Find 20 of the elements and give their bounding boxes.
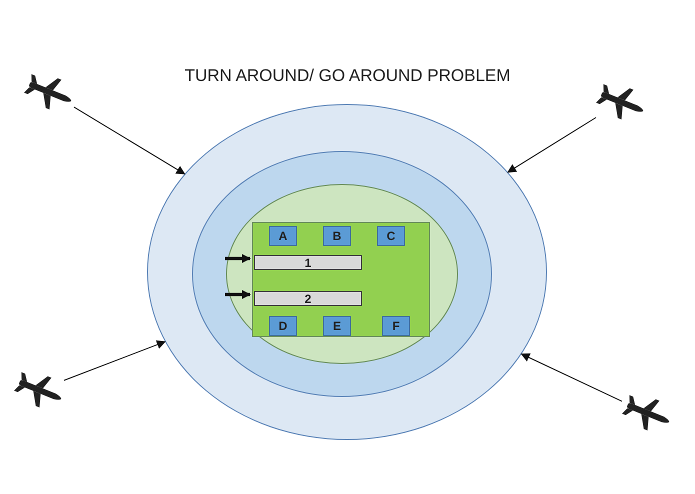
runway-bar: 1	[254, 255, 362, 270]
title: TURN AROUND/ GO AROUND PROBLEM	[184, 66, 512, 86]
arrow	[64, 340, 166, 381]
runway-bar: 2	[254, 291, 362, 306]
arrow	[520, 353, 622, 402]
airplane-icon	[596, 84, 646, 120]
arrow	[225, 254, 251, 263]
arrow	[225, 290, 251, 299]
gate-box: C	[377, 226, 405, 246]
gate-box: E	[323, 316, 351, 336]
arrow	[74, 106, 186, 174]
airplane-icon	[622, 395, 672, 431]
airplane-icon	[24, 74, 74, 110]
gate-box: A	[269, 226, 297, 246]
arrow	[507, 117, 596, 173]
airfield-area	[252, 222, 430, 337]
gate-box: D	[269, 316, 297, 336]
gate-box: F	[382, 316, 410, 336]
gate-box: B	[323, 226, 351, 246]
airplane-icon	[14, 372, 64, 408]
